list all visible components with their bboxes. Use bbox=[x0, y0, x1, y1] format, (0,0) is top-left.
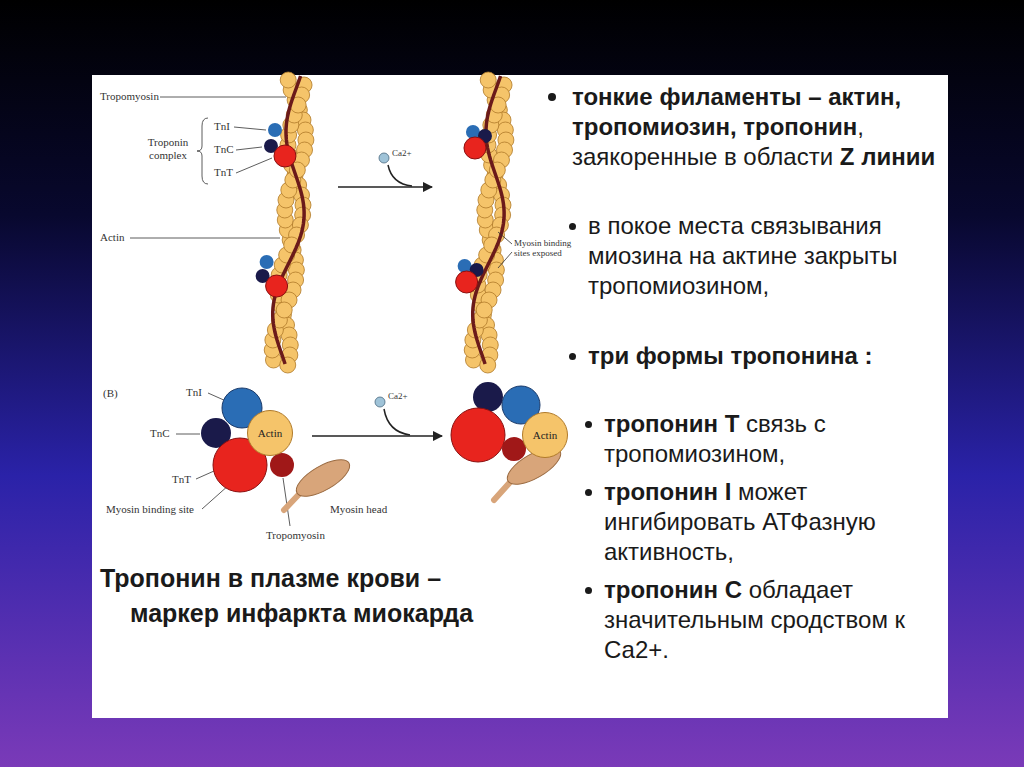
text-run: три формы тропонина : bbox=[588, 342, 872, 369]
bullet-text: тропонин Тсвязь с тропомиозином, bbox=[604, 409, 934, 469]
figure-label: TnT bbox=[172, 473, 191, 486]
figure-label: Ca2+ bbox=[388, 391, 408, 401]
bullet-dot bbox=[569, 223, 576, 230]
figure-label: TnI bbox=[214, 120, 230, 133]
figure-label: TnC bbox=[150, 427, 170, 440]
calcium-arrow bbox=[312, 397, 442, 436]
node-text: Actin bbox=[258, 427, 282, 439]
troponin-complex bbox=[201, 388, 355, 510]
bullet-text: Тропонин в плазме крови – маркер инфаркт… bbox=[100, 561, 482, 631]
figure-label: Troponin complex bbox=[142, 136, 194, 161]
actin-filament bbox=[456, 72, 514, 373]
figure-label: Myosin binding sites exposed bbox=[514, 238, 578, 259]
figure-label: Myosin binding site bbox=[106, 503, 194, 516]
bullet-text: тонкие филаменты – актин, тропомиозин, т… bbox=[572, 82, 944, 172]
leader-lines bbox=[130, 97, 512, 526]
text-run: тропонин С bbox=[604, 576, 742, 603]
figure-label: Ca2+ bbox=[392, 148, 412, 158]
bullet-dot bbox=[548, 93, 556, 101]
text-run: тропонин I bbox=[604, 478, 731, 505]
figure-label: Myosin head bbox=[330, 503, 387, 516]
calcium-arrow bbox=[338, 153, 432, 187]
bullet-dot bbox=[585, 587, 592, 594]
bullet-dot bbox=[585, 421, 592, 428]
actin-filament bbox=[256, 72, 314, 373]
figure-label: Tropomyosin bbox=[266, 529, 325, 542]
white-panel bbox=[92, 75, 948, 718]
bullet-dot bbox=[569, 353, 576, 360]
text-run: тропонин Т bbox=[604, 410, 739, 437]
actin-circle: Actin bbox=[522, 412, 568, 458]
node-text: Actin bbox=[533, 429, 557, 441]
figure-label: Tropomyosin bbox=[100, 90, 159, 103]
figure-label: TnT bbox=[214, 166, 233, 179]
text-run: в покое места связывания миозина на акти… bbox=[588, 212, 897, 299]
text-run: тонкие филаменты – актин, тропомиозин, т… bbox=[572, 83, 901, 140]
bullet-text: тропонин Собладает значительным сродство… bbox=[604, 575, 934, 665]
bullet-text: тропонин Iможет ингибировать АТФазную ак… bbox=[604, 477, 934, 567]
bullet-dot bbox=[585, 489, 592, 496]
actin-circle: Actin bbox=[247, 410, 293, 456]
thin-filaments bbox=[256, 72, 514, 373]
figure-label: (B) bbox=[103, 387, 118, 400]
text-run: Z линии bbox=[840, 143, 935, 170]
figure-label: TnC bbox=[214, 143, 234, 156]
bullet-text: три формы тропонина : bbox=[588, 341, 888, 371]
figure-label: TnI bbox=[186, 386, 202, 399]
bullet-text: в покое места связывания миозина на акти… bbox=[588, 211, 946, 301]
text-run: Тропонин в плазме крови – маркер инфаркт… bbox=[100, 564, 473, 627]
bracket bbox=[197, 118, 208, 184]
figure-label: Actin bbox=[100, 231, 124, 244]
